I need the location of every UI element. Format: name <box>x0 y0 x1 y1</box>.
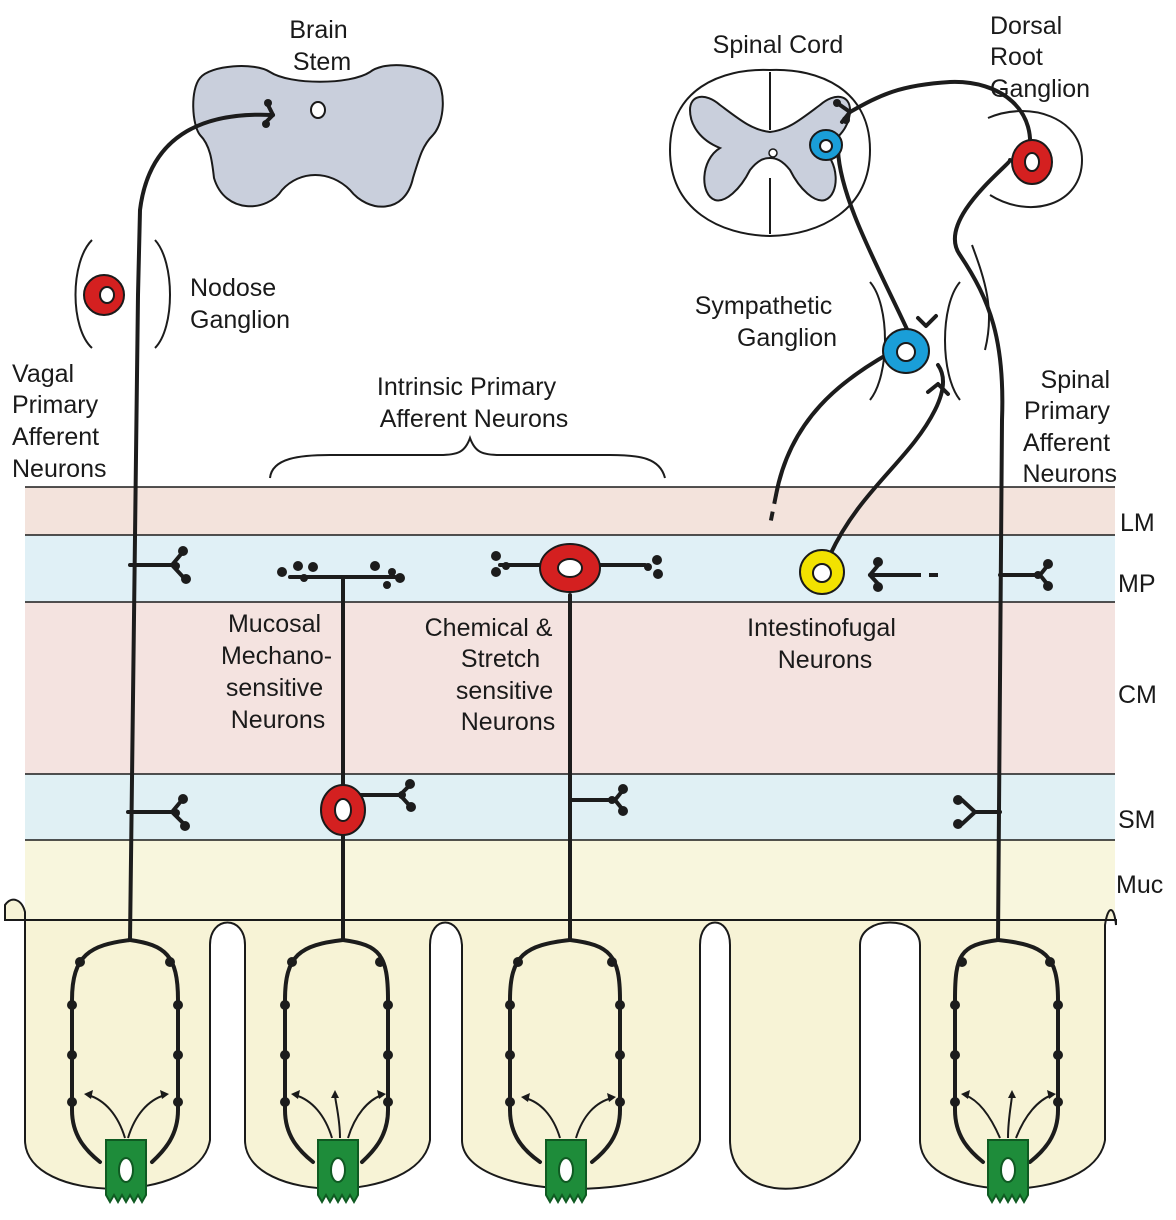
central-canal-icon <box>311 102 325 118</box>
central-canal-icon <box>769 149 777 157</box>
lm-band <box>25 487 1115 535</box>
brain-stem-shape <box>193 65 443 206</box>
enteroendocrine-cell-icon <box>318 1140 358 1202</box>
enteroendocrine-cell-icon <box>988 1140 1028 1202</box>
sensory-neuron-icon <box>1012 140 1052 184</box>
spinal-cord-label: Spinal Cord <box>713 31 844 59</box>
enteroendocrine-cells <box>106 1140 1028 1202</box>
layer-label-sm: SM <box>1118 806 1156 834</box>
layer-label-muc: Muc <box>1116 871 1163 899</box>
brain-stem <box>193 65 443 206</box>
layer-labels: LM MP CM SM Muc <box>1116 509 1163 899</box>
brain-stem-label: Brain Stem <box>289 16 354 76</box>
layer-label-mp: MP <box>1118 570 1156 598</box>
sensory-neuron-icon <box>84 275 124 315</box>
sensory-neuron-icon <box>321 785 365 835</box>
nodose-ganglion-label: Nodose Ganglion <box>190 274 290 334</box>
intestinofugal-neuron-icon <box>800 550 844 594</box>
spinal-primary-afferent-label: Spinal Primary Afferent Neurons <box>1023 366 1118 488</box>
enteroendocrine-cell-icon <box>546 1140 586 1202</box>
ipan-bracket <box>270 438 665 478</box>
enteroendocrine-cell-icon <box>106 1140 146 1202</box>
sympathetic-neuron-icon <box>810 130 842 160</box>
layer-label-cm: CM <box>1118 681 1157 709</box>
vagal-primary-afferent-label: Vagal Primary Afferent Neurons <box>12 360 107 483</box>
sympathetic-neuron-icon <box>883 329 929 373</box>
intrinsic-primary-afferent-label: Intrinsic Primary Afferent Neurons <box>377 373 568 433</box>
sympathetic-ganglion-label: Sympathetic Ganglion <box>695 292 840 352</box>
layer-label-lm: LM <box>1120 509 1155 537</box>
sensory-neuron-icon <box>540 544 600 592</box>
dorsal-root-ganglion-label: Dorsal Root Ganglion <box>990 12 1090 103</box>
